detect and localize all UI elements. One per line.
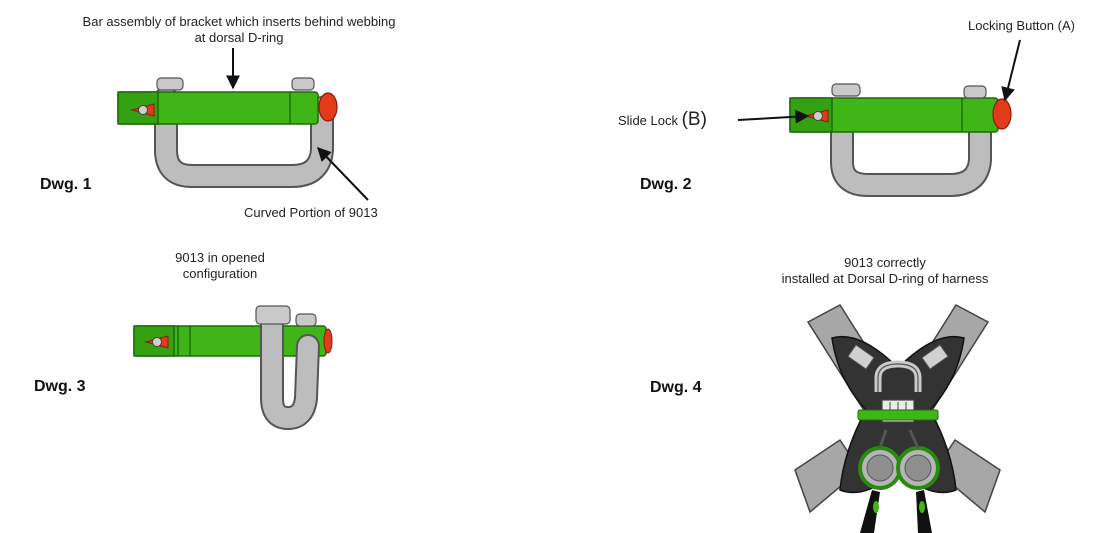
bracket-dwg3: [133, 305, 333, 431]
installed-line2: installed at Dorsal D-ring of harness: [781, 271, 989, 286]
curved-portion-label: Curved Portion of 9013: [244, 205, 378, 220]
dwg2-label: Dwg. 2: [640, 176, 692, 193]
bar-assembly-label: Bar assembly of bracket which inserts be…: [44, 14, 434, 46]
opened-line1: 9013 in opened: [175, 250, 265, 265]
dwg1-label: Dwg. 1: [40, 176, 92, 193]
dwg3-label: Dwg. 3: [34, 378, 86, 395]
bracket-dwg1: [117, 77, 338, 188]
slide-lock-letter: (B): [681, 109, 707, 130]
slide-lock-arrow: [737, 109, 810, 124]
bar-assembly-line1: Bar assembly of bracket which inserts be…: [82, 14, 396, 29]
installed-label: 9013 correctly installed at Dorsal D-rin…: [745, 255, 1025, 287]
bar-assembly-line2: at dorsal D-ring: [194, 30, 284, 45]
harness-dwg4: [794, 304, 1001, 533]
installed-line1: 9013 correctly: [844, 255, 926, 270]
slide-lock-label: Slide Lock (B): [618, 109, 707, 130]
opened-config-label: 9013 in opened configuration: [160, 250, 280, 282]
locking-button-label: Locking Button (A): [968, 18, 1075, 33]
opened-line2: configuration: [182, 266, 258, 281]
locking-button-arrow: [1001, 39, 1021, 102]
curved-portion-arrow: [317, 146, 369, 201]
slide-lock-text: Slide Lock: [618, 113, 678, 128]
bracket-dwg2: [789, 83, 1012, 197]
dwg4-label: Dwg. 4: [650, 379, 702, 396]
